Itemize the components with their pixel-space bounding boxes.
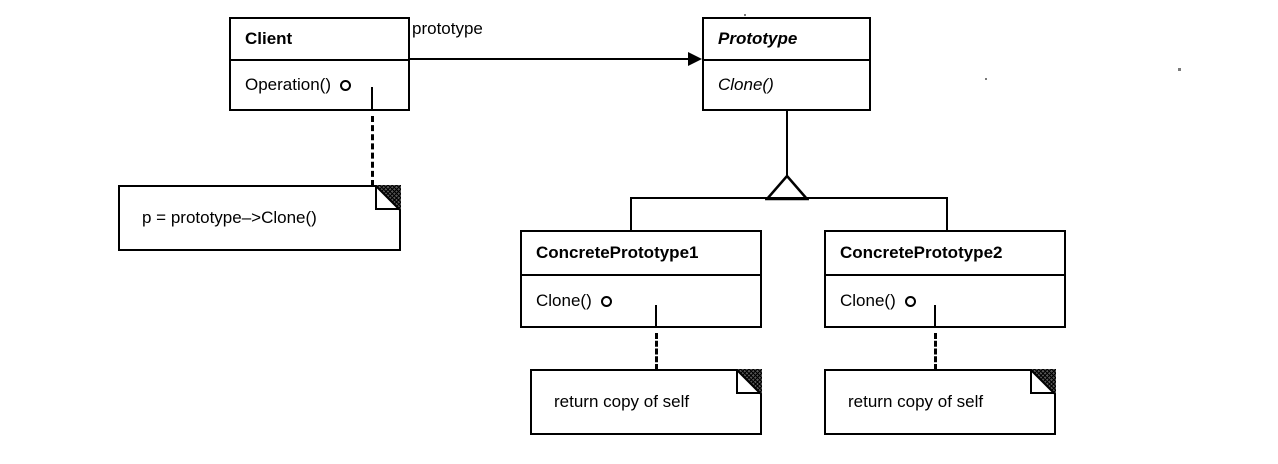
lollipop-icon-cp1-clone [600, 295, 612, 307]
class-name-prototype: Prototype [704, 19, 869, 61]
note-anchor-dashed-cp1 [655, 333, 658, 370]
lollipop-stem-client [371, 87, 373, 111]
operation-row-client-operation: Operation() [245, 75, 351, 95]
class-box-concrete-prototype-1[interactable]: ConcretePrototype1 Clone() [520, 230, 762, 328]
class-box-client[interactable]: Client Operation() [229, 17, 410, 111]
scan-speck [1178, 68, 1181, 71]
class-operations-concrete-prototype-2: Clone() [826, 276, 1064, 326]
lollipop-circle-icon [339, 79, 351, 91]
note-folded-corner-icon [1030, 369, 1056, 395]
lollipop-icon-cp2-clone [904, 295, 916, 307]
scan-speck [985, 78, 987, 80]
operation-label-clone-cp2: Clone() [840, 291, 896, 310]
association-label-prototype: prototype [412, 19, 483, 38]
class-operations-client: Operation() [231, 61, 408, 109]
class-operations-concrete-prototype-1: Clone() [522, 276, 760, 326]
lollipop-icon-client-operation [339, 79, 351, 91]
note-folded-corner-icon [736, 369, 762, 395]
class-box-concrete-prototype-2[interactable]: ConcretePrototype2 Clone() [824, 230, 1066, 328]
association-line-client-prototype [410, 58, 692, 60]
note-box-clone-1[interactable]: return copy of self [530, 369, 762, 435]
note-text-client-operation: p = prototype–>Clone() [142, 208, 317, 227]
operation-label-operation: Operation() [245, 75, 331, 94]
operation-label-clone: Clone() [718, 75, 774, 94]
operation-label-clone-cp1: Clone() [536, 291, 592, 310]
generalization-triangle-icon [765, 175, 809, 201]
note-anchor-dashed-cp2 [934, 333, 937, 370]
lollipop-circle-icon [600, 295, 612, 307]
class-box-prototype[interactable]: Prototype Clone() [702, 17, 871, 111]
generalization-drop-cp1 [630, 197, 632, 232]
note-folded-corner-icon [375, 185, 401, 211]
operation-row-cp1-clone: Clone() [536, 291, 612, 311]
note-box-client-operation[interactable]: p = prototype–>Clone() [118, 185, 401, 251]
note-box-clone-2[interactable]: return copy of self [824, 369, 1056, 435]
lollipop-stem-cp1 [655, 305, 657, 328]
scan-speck [744, 14, 746, 16]
lollipop-stem-cp2 [934, 305, 936, 328]
class-name-client: Client [231, 19, 408, 61]
lollipop-circle-icon [904, 295, 916, 307]
association-arrowhead-icon [688, 52, 702, 66]
note-text-clone-1: return copy of self [554, 392, 690, 411]
class-name-concrete-prototype-1: ConcretePrototype1 [522, 232, 760, 276]
note-anchor-dashed-client [371, 116, 374, 186]
class-name-concrete-prototype-2: ConcretePrototype2 [826, 232, 1064, 276]
class-operations-prototype: Clone() [704, 61, 869, 109]
note-text-clone-2: return copy of self [848, 392, 984, 411]
generalization-stem-vertical [786, 111, 788, 177]
generalization-bus-horizontal [630, 197, 948, 199]
generalization-drop-cp2 [946, 197, 948, 232]
operation-row-cp2-clone: Clone() [840, 291, 916, 311]
